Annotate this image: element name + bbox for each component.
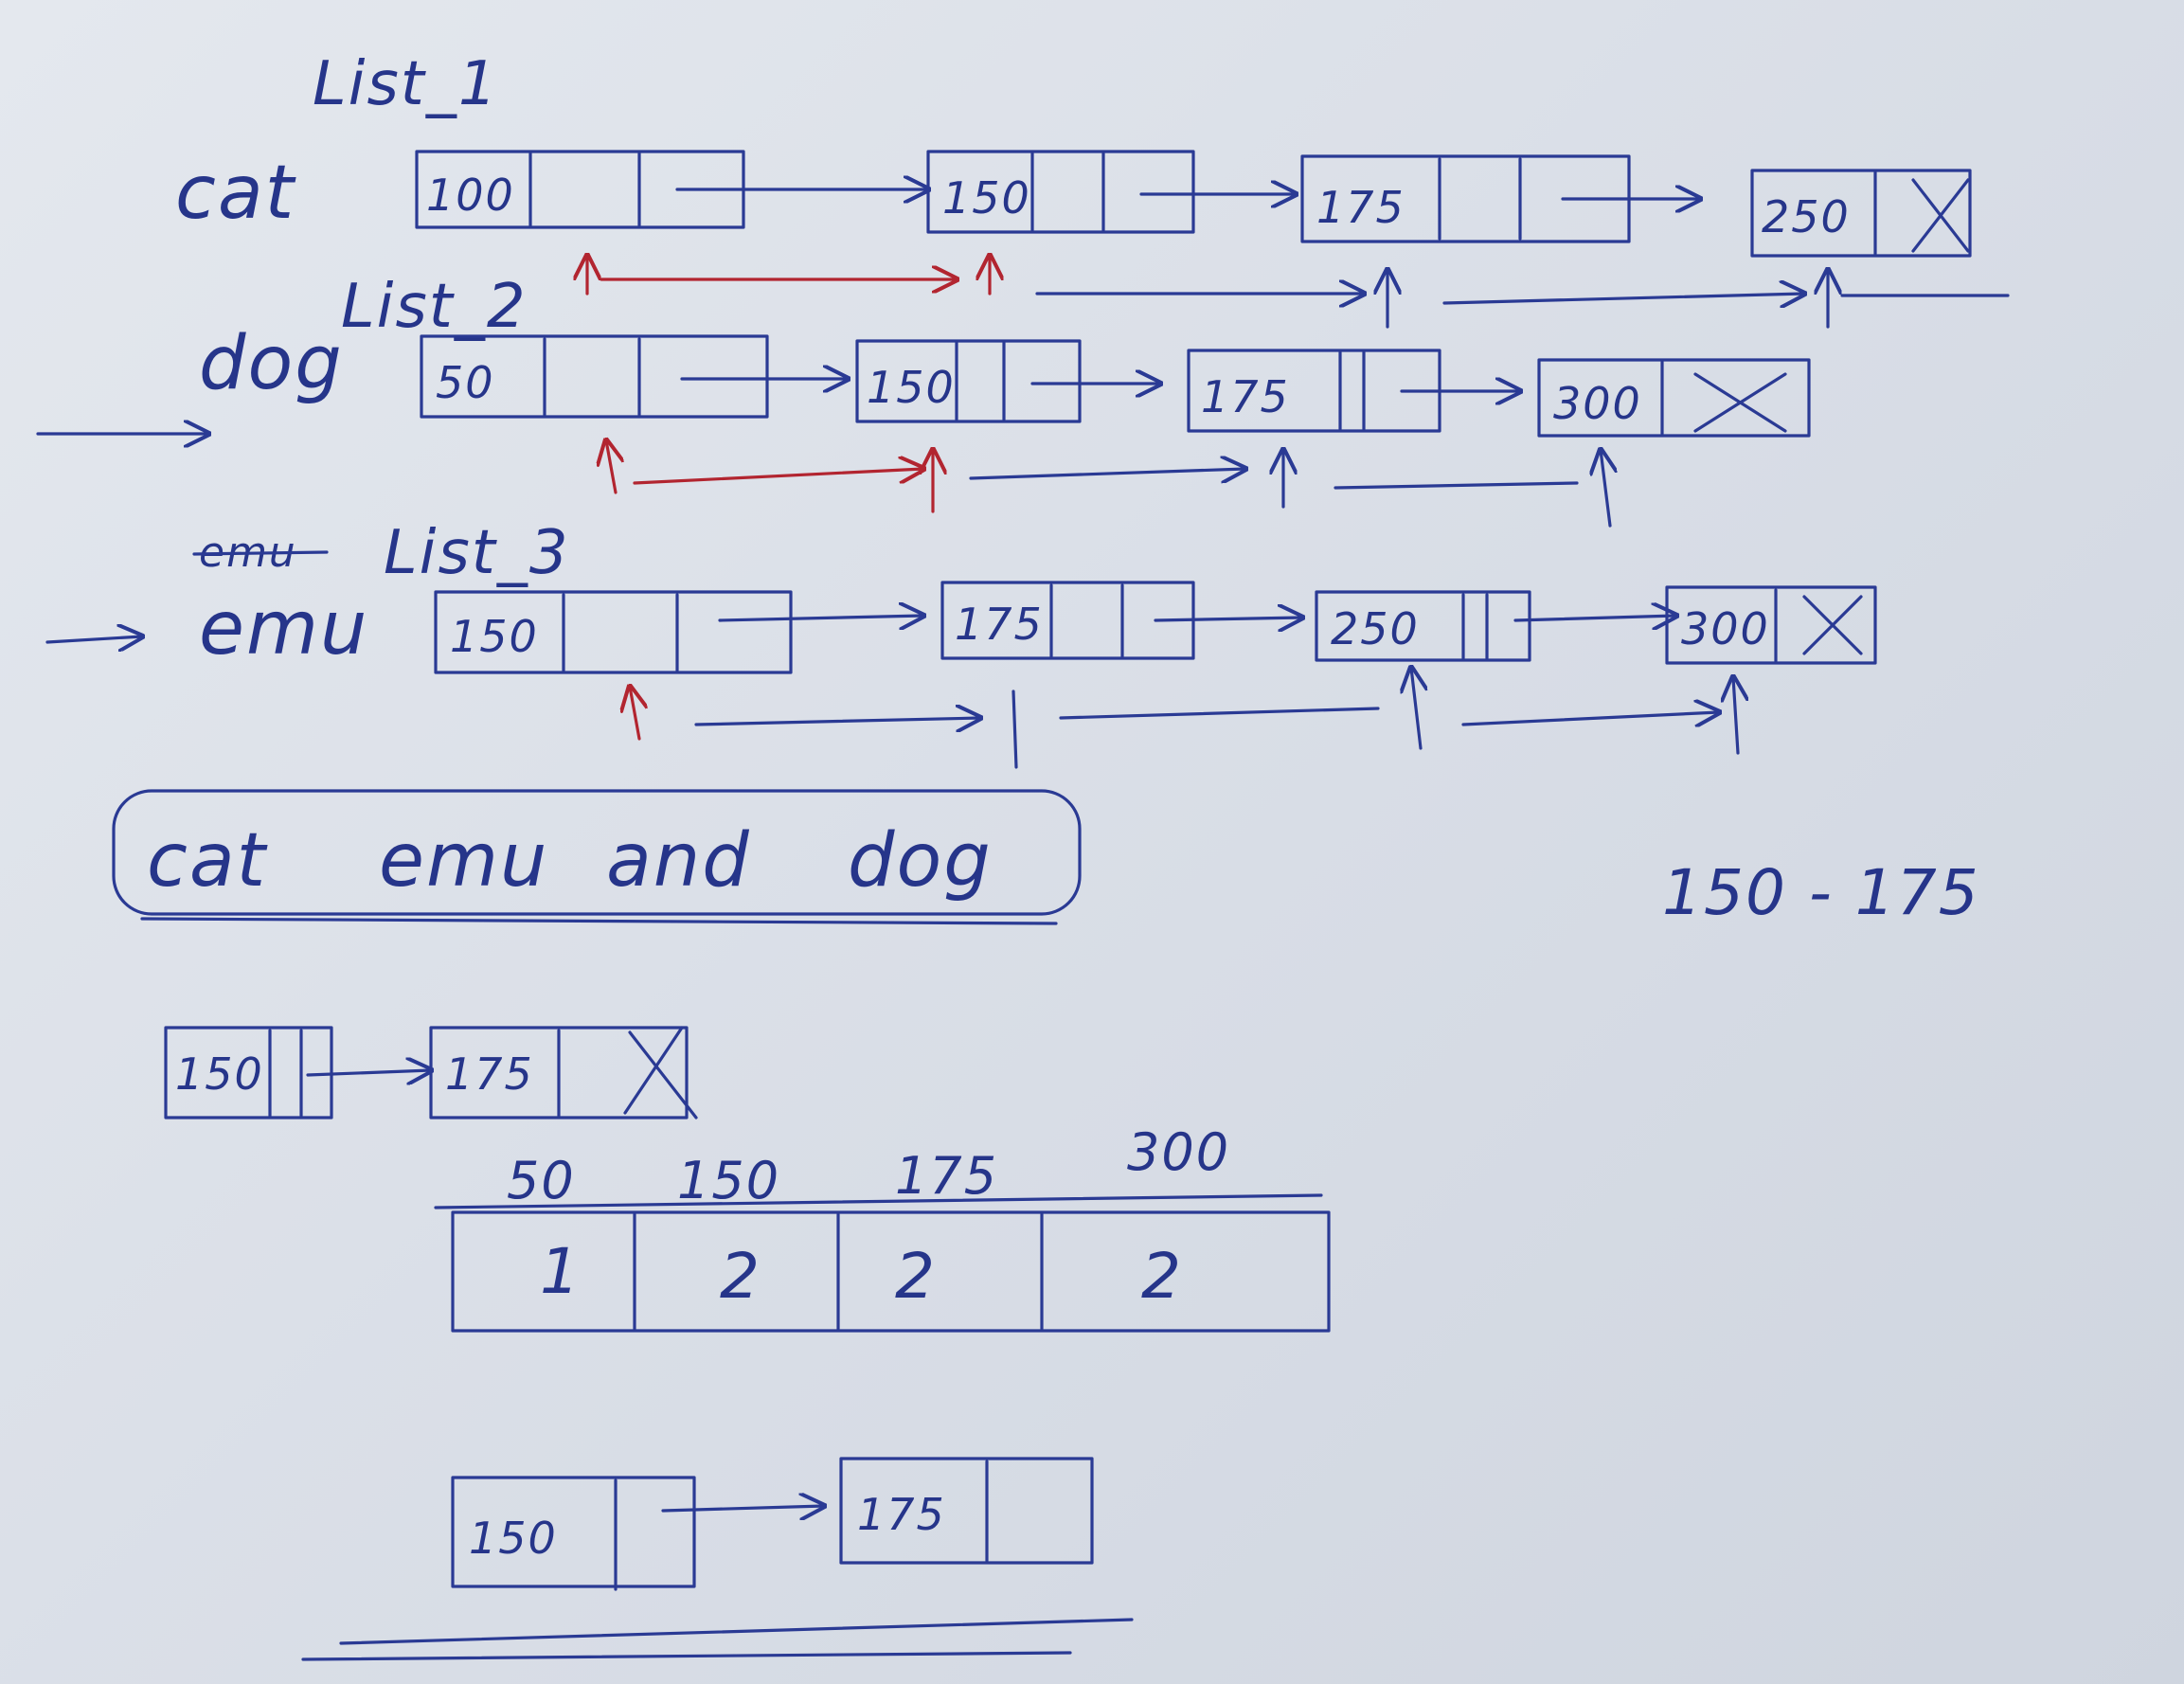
list1-node-4-value: 250 <box>1762 191 1851 242</box>
count-header-175: 175 <box>895 1146 998 1206</box>
list2-node-2-value: 150 <box>867 362 956 413</box>
list1-blue-traverse-2 <box>1442 294 1804 303</box>
list3-current-arrow <box>45 636 142 642</box>
list1-node-1-value: 100 <box>426 170 515 221</box>
bottom-underline-2 <box>301 1651 1072 1661</box>
list2-node-2: 150 <box>855 339 1082 423</box>
box-word-and: and <box>606 818 751 904</box>
null-cross <box>628 1030 698 1120</box>
bottom-underline-1 <box>339 1618 1134 1645</box>
list3-link-2 <box>1154 618 1302 620</box>
list2-blue-traverse-1 <box>969 469 1245 478</box>
list2-pointer-300 <box>1601 450 1610 528</box>
box-word-cat: cat <box>147 818 268 904</box>
list3-node-4: 300 <box>1665 585 1877 665</box>
list3-node-3: 250 <box>1315 590 1531 662</box>
list2-red-pointer-start <box>606 440 616 494</box>
list1-word-cat: cat <box>175 151 296 236</box>
list2-node-4-value: 300 <box>1553 378 1642 429</box>
list2-node-4: 300 <box>1537 358 1811 438</box>
list3-node-1-value: 150 <box>450 611 539 662</box>
strike-through <box>192 550 329 556</box>
list3-red-pointer-start <box>630 687 639 741</box>
list3-node-1: 150 <box>434 590 793 674</box>
list2-word-dog: dog <box>199 321 344 406</box>
list1-node-2-value: 150 <box>942 172 1031 224</box>
box-word-dog: dog <box>848 818 993 904</box>
list2-node-1-value: 50 <box>436 357 495 408</box>
list3-link-1 <box>718 616 923 620</box>
count-header-300: 300 <box>1127 1122 1230 1182</box>
list1-node-3-value: 175 <box>1316 182 1405 233</box>
box-word-emu: emu <box>379 818 548 904</box>
box-underline <box>140 917 1058 925</box>
final-node-2: 175 <box>839 1457 1094 1565</box>
list3-pointer-250 <box>1411 668 1421 750</box>
list3-link-3 <box>1513 616 1676 620</box>
list3-blue-traverse-1 <box>694 718 980 725</box>
list2-red-traverse <box>633 469 923 485</box>
list3-node-2-value: 175 <box>955 599 1044 650</box>
list3-blue-traverse-3 <box>1461 712 1719 725</box>
list3-blue-traverse-2 <box>1059 707 1380 720</box>
list3-word-emu: emu <box>199 586 368 672</box>
list2-blue-traverse-2 <box>1334 481 1579 490</box>
final-node-1-value: 150 <box>469 1513 558 1564</box>
list2-title: List_2 <box>341 272 528 342</box>
list3-pointer-175 <box>1011 690 1018 769</box>
result-node-2: 175 <box>429 1026 698 1120</box>
result-node-2-value: 175 <box>445 1048 534 1100</box>
list1-title: List_1 <box>313 49 499 119</box>
final-node-2-value: 175 <box>857 1489 946 1540</box>
list1-node-2: 150 <box>926 150 1195 234</box>
result-node-1-value: 150 <box>175 1048 264 1100</box>
count-cell-300: 2 <box>1141 1240 1183 1313</box>
list2-node-3: 175 <box>1187 349 1441 433</box>
list3-node-3-value: 250 <box>1331 603 1420 654</box>
final-link <box>661 1506 824 1511</box>
count-cell-150: 2 <box>720 1240 761 1313</box>
list1-node-1: 100 <box>415 150 745 229</box>
range-note: 150 - 175 <box>1662 856 1980 929</box>
list3-node-4-value: 300 <box>1681 603 1770 654</box>
count-header-150: 150 <box>677 1151 780 1210</box>
count-cell-50: 1 <box>540 1235 582 1308</box>
result-node-1: 150 <box>164 1026 333 1120</box>
list1-node-3: 175 <box>1300 154 1631 243</box>
count-table: 1 2 2 2 <box>434 1193 1331 1333</box>
list2-node-1: 50 <box>420 334 769 419</box>
list2-node-3-value: 175 <box>1201 371 1290 422</box>
common-words-box <box>112 789 1082 916</box>
list3-title: List_3 <box>384 518 570 588</box>
count-header-50: 50 <box>507 1151 576 1210</box>
count-cell-175: 2 <box>895 1240 937 1313</box>
result-link <box>306 1070 431 1075</box>
list1-node-4: 250 <box>1750 169 1972 258</box>
list3-pointer-300 <box>1733 677 1738 755</box>
final-node-1: 150 <box>451 1476 696 1591</box>
